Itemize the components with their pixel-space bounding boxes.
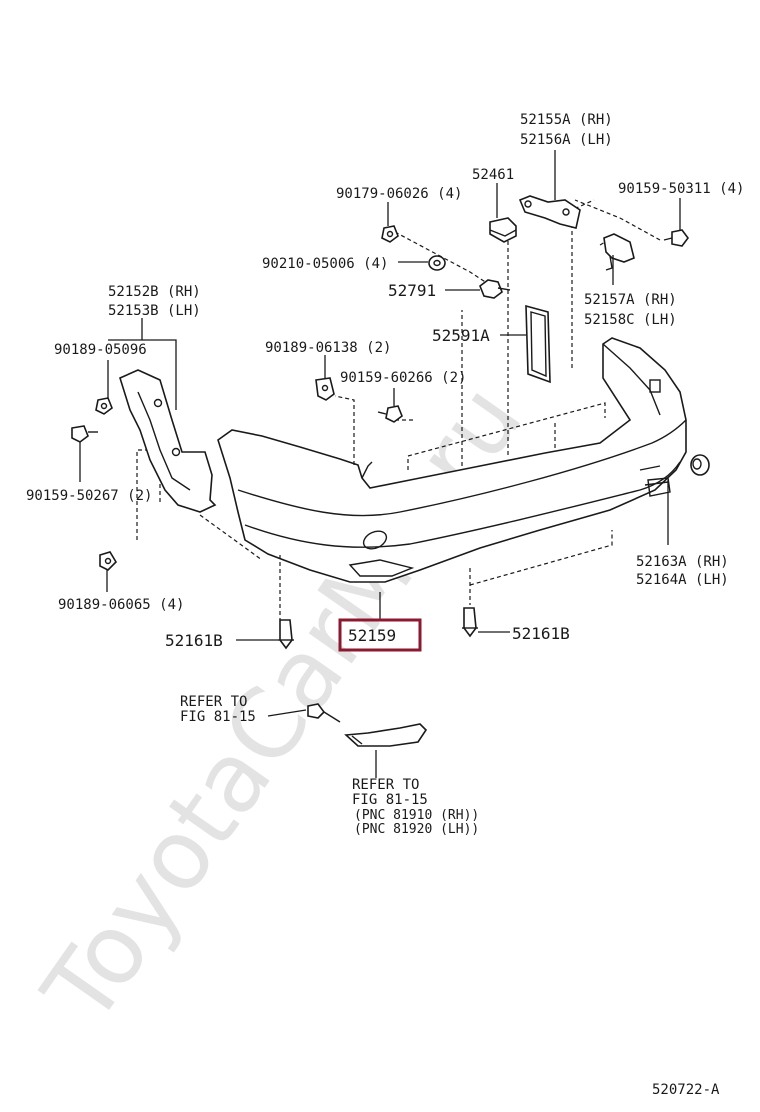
label-90189-06138[interactable]: 90189-06138 (2) xyxy=(265,340,391,356)
upper-retainer-hole-2 xyxy=(562,208,570,216)
reflector-outline xyxy=(344,723,428,747)
refer2-line2[interactable]: FIG 81-15 xyxy=(352,792,428,808)
pad-inner xyxy=(530,311,547,378)
label-52163a[interactable]: 52163A (RH) xyxy=(636,554,729,570)
label-52161b-left[interactable]: 52161B xyxy=(165,631,223,650)
pad-52591a[interactable] xyxy=(525,304,551,384)
label-52791[interactable]: 52791 xyxy=(388,281,436,300)
fastener-90189-06065[interactable] xyxy=(99,551,118,571)
label-52591a[interactable]: 52591A xyxy=(432,326,490,345)
refer1-line1: REFER TO xyxy=(180,694,247,710)
cap-52163a[interactable] xyxy=(690,454,710,476)
side-bracket-tab xyxy=(605,255,613,271)
label-90159-60266[interactable]: 90159-60266 (2) xyxy=(340,370,466,386)
clip-52461[interactable] xyxy=(489,217,517,243)
bumper-crease-upper xyxy=(237,419,687,517)
bumper-reflector-recess xyxy=(348,559,415,577)
bumper-crease-lower xyxy=(244,461,681,548)
bumper-clip-slot xyxy=(649,379,661,393)
refer2-line3: (PNC 81910 (RH)) xyxy=(354,808,479,823)
bumper-cover-52159[interactable] xyxy=(217,337,687,583)
clip-52161b-left[interactable] xyxy=(278,619,294,650)
fastener-90159-50267[interactable] xyxy=(71,425,98,443)
label-90159-50267[interactable]: 90159-50267 (2) xyxy=(26,488,152,504)
label-52159[interactable]: 52159 xyxy=(348,626,396,645)
refer2-line1: REFER TO xyxy=(352,777,419,793)
fastener-90159-60266[interactable] xyxy=(377,405,403,423)
highlight-box-52159 xyxy=(338,618,422,652)
bumper-side-lines xyxy=(639,465,669,486)
bumper-side-recess xyxy=(647,477,671,497)
retainer-hole-2 xyxy=(171,447,181,457)
fastener-90189-05096[interactable] xyxy=(95,397,113,415)
label-52158c[interactable]: 52158C (LH) xyxy=(584,312,677,328)
cap-inner xyxy=(692,458,702,470)
diagram-code: 520722-A xyxy=(652,1082,720,1098)
label-52157a[interactable]: 52157A (RH) xyxy=(584,292,677,308)
leader-lines xyxy=(79,150,681,778)
fastener-90159-50311[interactable] xyxy=(663,229,689,247)
retainer-hole-1 xyxy=(153,398,163,408)
label-52461[interactable]: 52461 xyxy=(472,167,514,183)
upper-retainer-outline xyxy=(518,195,581,229)
tow-hook-opening xyxy=(362,530,388,550)
refer1-line2[interactable]: FIG 81-15 xyxy=(180,709,256,725)
cap-outline xyxy=(690,454,710,476)
clip-52461-edge xyxy=(489,229,517,237)
reflector-screw[interactable] xyxy=(307,703,341,723)
fastener-90210-washer[interactable] xyxy=(428,255,446,271)
label-52164a[interactable]: 52164A (LH) xyxy=(636,572,729,588)
fastener-90179[interactable] xyxy=(381,225,399,243)
side-bracket-outline xyxy=(603,233,635,263)
refer2-line4: (PNC 81920 (LH)) xyxy=(354,822,479,837)
bumper-top-edge xyxy=(602,343,661,416)
reflector-edge xyxy=(351,735,363,745)
label-90189-05096[interactable]: 90189-05096 xyxy=(54,342,147,358)
label-52161b-right[interactable]: 52161B xyxy=(512,624,570,643)
clip-52461-outline xyxy=(489,217,517,243)
label-52152b[interactable]: 52152B (RH) xyxy=(108,284,201,300)
label-90210-05006[interactable]: 90210-05006 (4) xyxy=(262,256,388,272)
reflector-lamp[interactable] xyxy=(344,723,428,747)
fastener-90189-06138[interactable] xyxy=(315,377,335,401)
clip-52161b-right[interactable] xyxy=(462,607,478,638)
label-90189-06065[interactable]: 90189-06065 (4) xyxy=(58,597,184,613)
label-90159-50311[interactable]: 90159-50311 (4) xyxy=(618,181,744,197)
fastener-52791-screw[interactable] xyxy=(479,279,511,299)
bumper-outline xyxy=(217,337,687,583)
bumper-tab-left xyxy=(361,461,373,479)
side-bracket-52157a[interactable] xyxy=(603,233,635,271)
upper-retainer-52155a[interactable] xyxy=(518,195,581,229)
label-52155a[interactable]: 52155A (RH) xyxy=(520,112,613,128)
side-retainer-rib xyxy=(137,391,191,491)
label-52153b[interactable]: 52153B (LH) xyxy=(108,303,201,319)
label-52156a[interactable]: 52156A (LH) xyxy=(520,132,613,148)
label-90179-06026[interactable]: 90179-06026 (4) xyxy=(336,186,462,202)
side-retainer-52152b[interactable] xyxy=(119,369,217,513)
upper-retainer-hole-1 xyxy=(524,200,532,208)
